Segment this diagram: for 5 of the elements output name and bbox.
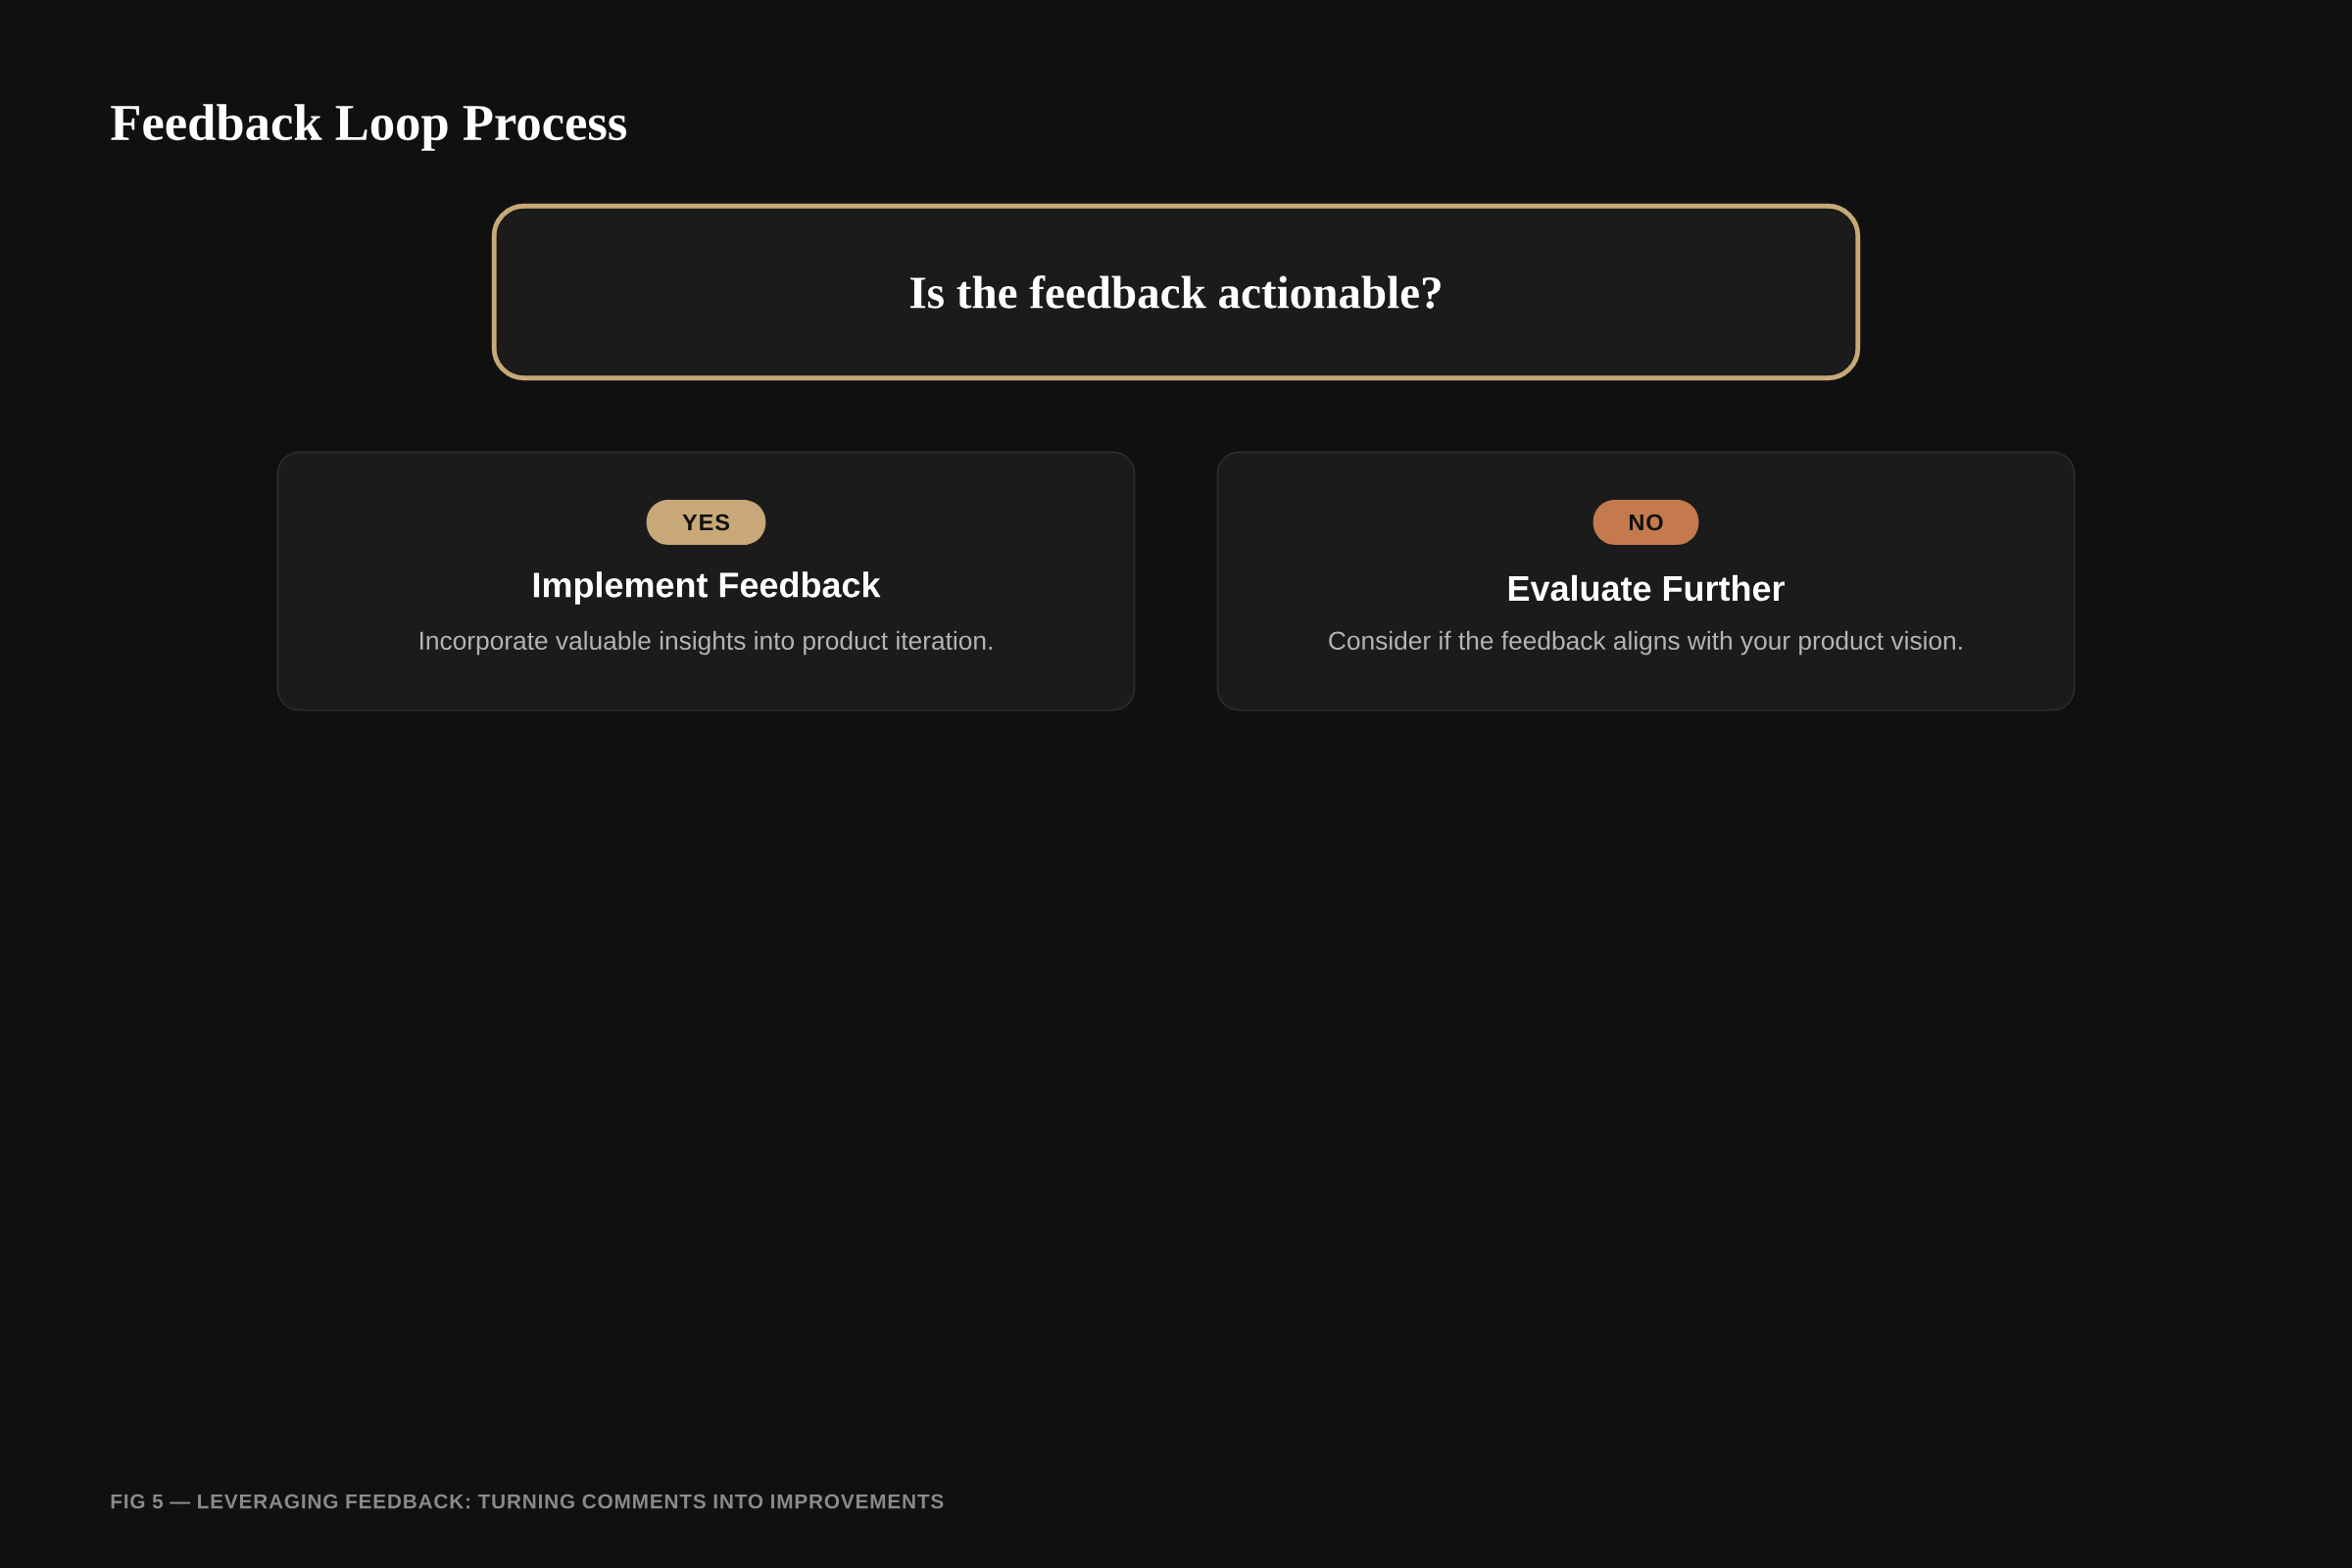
answer-badge: NO — [1592, 500, 1699, 545]
caption: FIG 5 — LEVERAGING FEEDBACK: TURNING COMMENTS INTO IMPROVEMENTS — [111, 1494, 944, 1509]
answer-badge: YES — [646, 500, 766, 545]
decision-box: Is the feedback actionable? — [491, 203, 1861, 381]
title: Feedback Loop Process — [111, 104, 627, 151]
